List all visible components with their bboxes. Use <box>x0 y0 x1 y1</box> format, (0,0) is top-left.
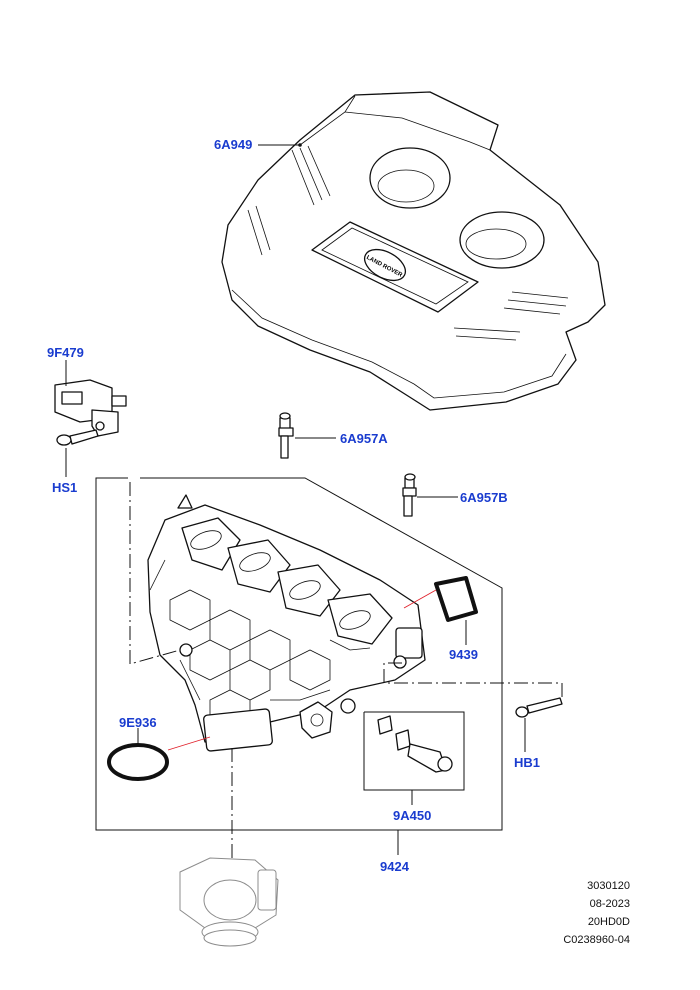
brand-badge: LAND ROVER <box>363 248 407 282</box>
bolt-hb1[interactable] <box>515 697 563 718</box>
ref-code-1: 3030120 <box>587 880 630 892</box>
alignment-line-sensor <box>129 482 181 665</box>
callout-hs1[interactable]: HS1 <box>52 480 77 495</box>
ref-code-3: C0238960-04 <box>563 934 630 946</box>
fitting-6a957a[interactable] <box>278 412 294 459</box>
callout-9424[interactable]: 9424 <box>380 859 410 874</box>
seal-indicator-9439 <box>403 589 437 609</box>
engine-cover[interactable]: LAND ROVER <box>221 91 606 411</box>
callout-6a957b[interactable]: 6A957B <box>460 490 508 505</box>
manifold-group-frame <box>95 477 503 831</box>
leader-dot <box>298 143 302 147</box>
throttle-body-reference <box>179 857 279 947</box>
callout-9f479[interactable]: 9F479 <box>47 345 84 360</box>
callout-9e936[interactable]: 9E936 <box>119 715 157 730</box>
fitting-6a957b[interactable] <box>402 473 417 517</box>
screw-hs1[interactable] <box>56 429 99 446</box>
ref-date: 08-2023 <box>589 898 630 910</box>
alignment-line-bolt <box>383 662 563 707</box>
callout-9439[interactable]: 9439 <box>449 647 478 662</box>
intake-manifold[interactable] <box>147 494 426 752</box>
callout-6a957a[interactable]: 6A957A <box>340 431 388 446</box>
callout-hb1[interactable]: HB1 <box>514 755 540 770</box>
gasket-9439[interactable] <box>434 576 478 622</box>
valve-kit-frame <box>363 711 465 791</box>
ref-code-2: 20HD0D <box>587 916 630 928</box>
callout-6a949[interactable]: 6A949 <box>214 137 252 152</box>
callout-9a450[interactable]: 9A450 <box>393 808 431 823</box>
seal-indicator-9e936 <box>167 736 211 751</box>
gasket-9e936[interactable] <box>107 743 169 781</box>
map-sensor[interactable] <box>54 379 127 437</box>
valve-kit[interactable] <box>377 715 453 773</box>
